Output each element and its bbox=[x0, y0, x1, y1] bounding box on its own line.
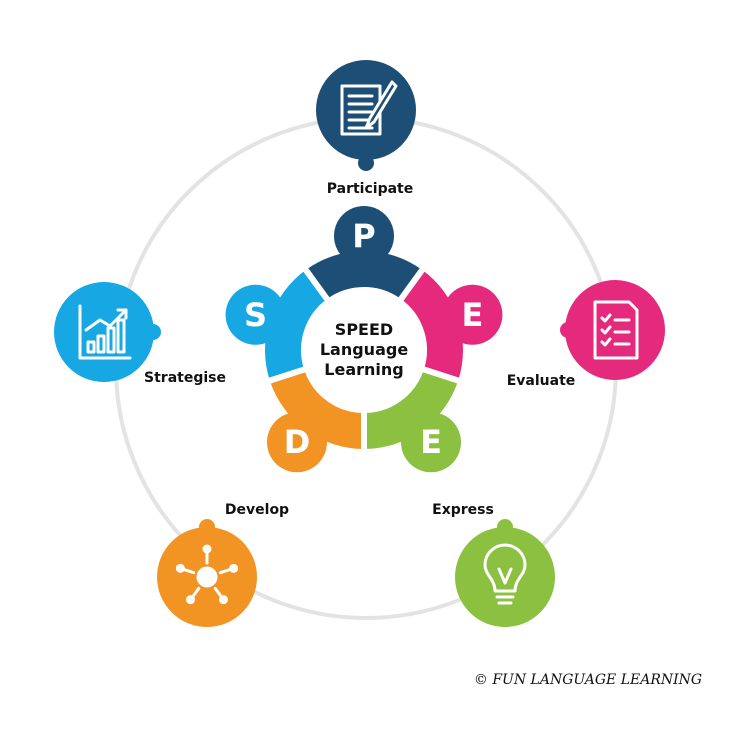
label-evaluate: Evaluate bbox=[506, 373, 576, 389]
segment-letter: E bbox=[420, 423, 442, 461]
expand-arrows-badge bbox=[157, 519, 257, 627]
center-line-2: Language bbox=[319, 340, 409, 359]
segment-participate: P bbox=[301, 206, 427, 305]
segment-letter: D bbox=[284, 423, 311, 461]
badge-circle bbox=[565, 280, 665, 380]
growth-chart-badge bbox=[54, 282, 161, 382]
lightbulb-badge bbox=[455, 519, 555, 627]
segment-bump bbox=[266, 412, 327, 473]
label-express: Express bbox=[432, 502, 494, 518]
segment-bump bbox=[401, 412, 462, 473]
center-line-1: SPEED bbox=[334, 320, 394, 339]
segment-develop: D bbox=[263, 365, 367, 473]
center-title: SPEED Language Learning bbox=[320, 320, 408, 380]
segment-bump bbox=[225, 284, 286, 345]
center-line-3: Learning bbox=[324, 360, 404, 379]
checklist-badge bbox=[560, 280, 665, 380]
label-strategise: Strategise bbox=[144, 370, 226, 386]
segment-letter: S bbox=[244, 296, 267, 334]
checklist-icon bbox=[593, 300, 639, 360]
segment-evaluate: E bbox=[396, 264, 503, 385]
segment-letter: E bbox=[461, 296, 483, 334]
segment-express: E bbox=[361, 365, 465, 473]
copyright-text: © FUN LANGUAGE LEARNING bbox=[473, 672, 703, 688]
lightbulb-icon bbox=[483, 543, 527, 605]
document-pen-icon bbox=[340, 80, 398, 136]
segment-letter: P bbox=[352, 217, 375, 255]
segment-strategise: S bbox=[225, 264, 332, 385]
badge-circle bbox=[316, 60, 416, 160]
label-develop: Develop bbox=[224, 502, 290, 518]
segment-bump bbox=[334, 206, 394, 266]
growth-chart-icon bbox=[78, 304, 132, 360]
segment-bump bbox=[442, 284, 503, 345]
expand-arrows-icon bbox=[175, 544, 239, 605]
document-pen-badge bbox=[316, 60, 416, 171]
label-participate: Participate bbox=[326, 181, 414, 197]
badge-circle bbox=[455, 527, 555, 627]
center-circle bbox=[307, 293, 421, 407]
badge-circle bbox=[54, 282, 154, 382]
